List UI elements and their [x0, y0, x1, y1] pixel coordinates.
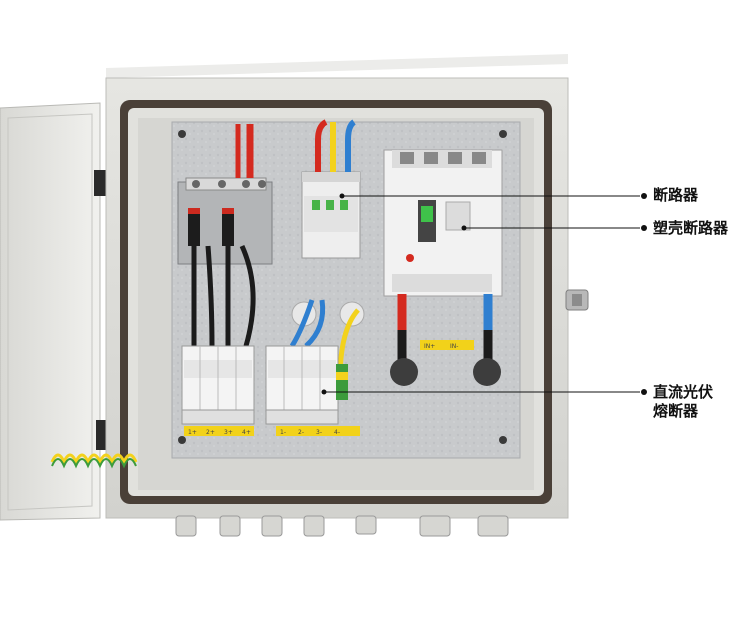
surge-breaker-module	[301, 171, 361, 259]
terminal-label: 3-	[316, 429, 322, 436]
terminal-label: 1-	[280, 429, 286, 436]
earth-coil	[50, 453, 138, 466]
door-hinge-bottom	[96, 420, 108, 450]
fuse-block-negative	[265, 345, 360, 436]
open-door	[0, 102, 108, 521]
molded-case-breaker	[383, 149, 503, 297]
fuse-block-positive	[181, 345, 255, 436]
terminal-label: 3+	[224, 429, 233, 436]
terminal-label: 1+	[188, 429, 197, 436]
terminal-label: IN+	[424, 343, 435, 350]
gland-hole	[390, 358, 418, 386]
gland-hole	[473, 358, 501, 386]
callout-fuse-line1: 直流光伏	[653, 383, 714, 401]
callout-mccb-label: 塑壳断路器	[653, 219, 729, 237]
callout-fuse-line2: 熔断器	[653, 402, 699, 420]
cable-glands	[175, 515, 509, 537]
fuse-labels-positive: 1+ 2+ 3+ 4+	[188, 429, 251, 436]
earth-coil-stripe	[51, 458, 137, 469]
terminal-label: 4+	[242, 429, 251, 436]
terminal-label: 2+	[206, 429, 215, 436]
fuse-labels-negative: 1- 2- 3- 4-	[280, 429, 340, 436]
door-hinge-top	[94, 170, 108, 196]
latch	[565, 289, 589, 311]
callout-fuse-label: 直流光伏 熔断器	[653, 383, 713, 421]
callout-lines	[321, 193, 647, 395]
terminal-label: 4-	[334, 429, 340, 436]
callout-breaker-label: 断路器	[653, 186, 699, 204]
terminal-label: 2-	[298, 429, 304, 436]
earth-terminal	[336, 364, 348, 400]
terminal-label: IN-	[450, 343, 458, 350]
output-terminal-label	[420, 340, 474, 350]
